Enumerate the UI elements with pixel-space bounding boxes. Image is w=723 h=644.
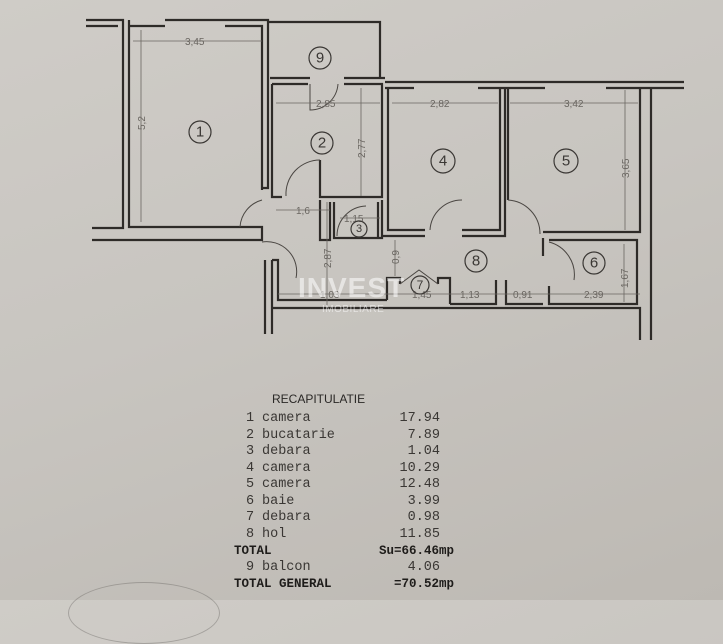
grand-total-row: TOTAL GENERAL=70.52mp <box>234 577 454 591</box>
dimension-labels: 3,45 5,2 2,85 2,77 2,82 3,42 3,65 1,6 1,… <box>137 37 632 301</box>
dim-seg-e: 2,39 <box>584 290 604 301</box>
dim-seg-b: 1,45 <box>412 290 432 301</box>
room-6-label: 6 <box>590 255 598 272</box>
dim-room1-width: 3,45 <box>185 37 205 48</box>
dim-room2-width: 2,85 <box>316 99 336 110</box>
room-3-label: 3 <box>356 223 362 235</box>
dim-room5-length: 3,65 <box>621 158 632 178</box>
watermark-subtitle: IMOBILIARE <box>322 304 385 315</box>
floor-plan: 3,45 5,2 2,85 2,77 2,82 3,42 3,65 1,6 1,… <box>86 18 684 340</box>
dim-hall-length: 2,87 <box>323 248 334 268</box>
dim-room6-length: 1,67 <box>620 268 631 288</box>
dim-seg-c: 1,13 <box>460 290 480 301</box>
door-swings <box>239 83 575 285</box>
room-markers: 1 2 3 4 5 6 7 8 9 <box>188 46 606 295</box>
dim-room2-length: 2,77 <box>357 138 368 158</box>
summary-title: RECAPITULATIE <box>272 392 366 406</box>
dim-hall-gap: 0,9 <box>391 250 402 264</box>
dimension-lines <box>133 30 640 306</box>
room-1-label: 1 <box>196 124 204 141</box>
dim-room3-width: 1,15 <box>344 214 364 225</box>
room-4-label: 4 <box>439 153 447 170</box>
watermark-brand: INVEST <box>298 272 406 303</box>
dim-room4-width: 2,82 <box>430 99 450 110</box>
room-7-label: 7 <box>417 278 424 292</box>
room-5-label: 5 <box>562 153 570 170</box>
dim-room1-length: 5,2 <box>137 116 148 130</box>
dim-seg-a: 1,03 <box>320 290 340 301</box>
dim-room5-width: 3,42 <box>564 99 584 110</box>
room-8-label: 8 <box>472 253 480 270</box>
dim-hall-width: 1,6 <box>296 206 310 217</box>
room-9-label: 9 <box>316 50 324 67</box>
stamp-mark <box>68 582 220 644</box>
walls <box>86 18 684 340</box>
dim-seg-d: 0,91 <box>513 290 533 301</box>
room-2-label: 2 <box>318 135 326 152</box>
